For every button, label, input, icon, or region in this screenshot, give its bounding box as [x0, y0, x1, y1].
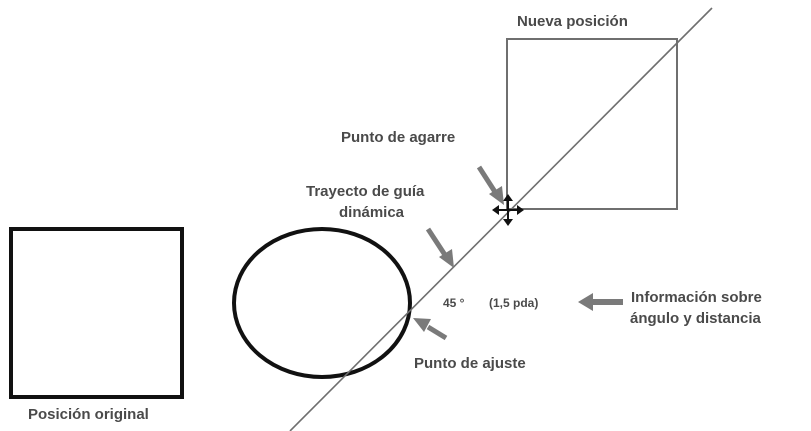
distance-readout: (1,5 pda)	[489, 296, 538, 310]
new-position-square	[506, 38, 678, 210]
callout-arrow-grip	[476, 165, 504, 205]
move-arrows-icon	[492, 194, 524, 226]
circle-shape	[232, 227, 412, 379]
grip-point-label: Punto de agarre	[341, 129, 455, 146]
angle-readout: 45 °	[443, 296, 465, 310]
guide-path-label-line1: Trayecto de guía	[306, 183, 425, 200]
guide-path-label-line2: dinámica	[339, 204, 405, 221]
new-position-label: Nueva posición	[517, 13, 628, 30]
info-label-line2: ángulo y distancia	[630, 310, 762, 327]
callout-arrow-guide-path	[425, 227, 454, 268]
callout-arrow-info	[578, 293, 623, 311]
original-square	[9, 227, 184, 399]
callout-arrow-snap-point	[413, 318, 448, 341]
snap-point-label: Punto de ajuste	[414, 355, 526, 372]
dynamic-guide-path	[289, 7, 713, 431]
original-position-label: Posición original	[28, 406, 149, 423]
info-label-line1: Información sobre	[631, 289, 762, 306]
